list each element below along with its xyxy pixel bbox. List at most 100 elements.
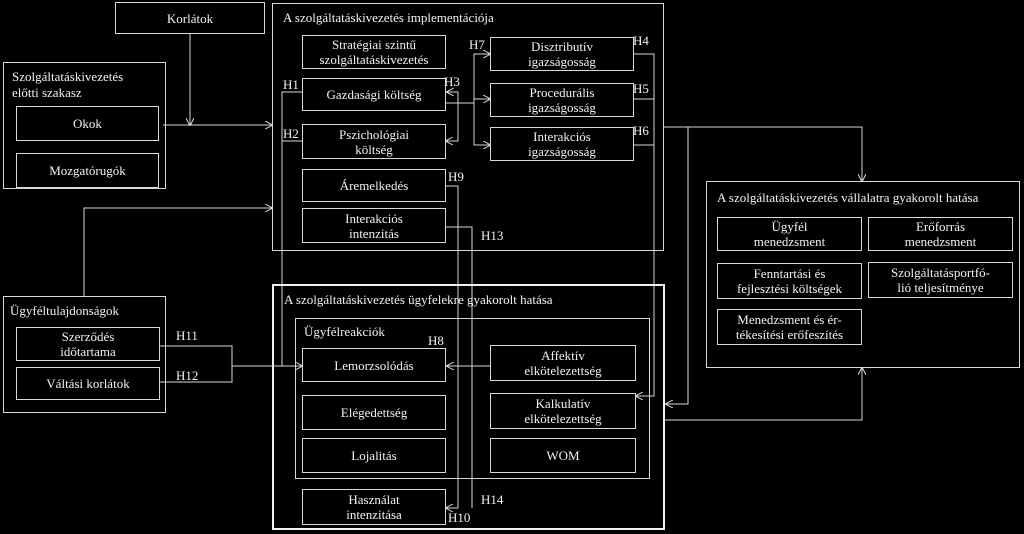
pre-phase-title-1: Szolgáltatáskivezetés — [12, 69, 124, 84]
box-calculative: Kalkulatív elkötelezettség — [490, 393, 636, 429]
label-korlatok: Korlátok — [166, 10, 214, 26]
box-resource-mgmt: Erőforrás menedzsment — [868, 217, 1013, 251]
line-h4-h6 — [634, 53, 655, 396]
label-calculative-1: Kalkulatív — [535, 396, 591, 411]
label-okok: Okok — [73, 116, 102, 131]
label-switching: Váltási korlátok — [46, 376, 130, 391]
company-effect-title: A szolgáltatáskivezetés vállalatra gyako… — [717, 190, 979, 205]
label-usage-2: intenzitása — [346, 507, 402, 522]
line-h13 — [446, 226, 473, 508]
hypothesis-h5: H5 — [633, 81, 649, 96]
label-interactional-2: igazságosság — [528, 144, 596, 159]
box-usage-intensity: Használat intenzitása — [302, 489, 446, 525]
implementation-title: A szolgáltatáskivezetés implementációja — [283, 10, 494, 25]
label-maintenance-2: fejlesztési költségek — [736, 281, 843, 296]
label-strategic-2: szolgáltatáskivezetés — [319, 52, 429, 67]
line-props-to-impl — [83, 208, 272, 296]
box-affective: Affektív elkötelezettség — [490, 345, 636, 381]
label-resource-mgmt-1: Erőforrás — [915, 219, 966, 234]
hypothesis-h2: H2 — [283, 126, 299, 141]
box-customer-effect: A szolgáltatáskivezetés ügyfelekre gyako… — [272, 284, 665, 530]
label-procedural-2: igazságosság — [528, 100, 596, 115]
box-loyalty: Lojalitás — [302, 438, 446, 473]
label-price: Áremelkedés — [339, 178, 409, 193]
box-pre-phase: Szolgáltatáskivezetés előtti szakasz — [3, 62, 166, 189]
box-economic-cost: Gazdasági költség — [302, 78, 446, 111]
hypothesis-h10: H10 — [448, 510, 471, 525]
box-interaction-intensity: Interakciós intenzitás — [302, 208, 446, 243]
box-switching-barriers: Váltási korlátok — [16, 367, 160, 400]
label-resource-mgmt-2: menedzsment — [904, 234, 977, 249]
label-loyalty: Lojalitás — [351, 448, 397, 463]
hypothesis-h8: H8 — [428, 333, 444, 348]
box-procedural: Procedurális igazságosság — [490, 83, 634, 117]
label-procedural-1: Procedurális — [529, 85, 595, 100]
box-customer-reactions: Ügyfélreakciók — [295, 318, 650, 479]
label-portfolio-2: lió teljesítménye — [897, 280, 984, 295]
label-strategic-1: Stratégiai szintű — [331, 37, 417, 52]
box-attrition: Lemorzsolódás — [302, 348, 446, 382]
label-interactional-1: Interakciós — [533, 129, 591, 144]
label-interaction-int-2: intenzitás — [349, 225, 399, 241]
customer-props-title: Ügyféltulajdonságok — [10, 303, 120, 318]
hypothesis-h1: H1 — [283, 77, 299, 92]
label-portfolio-1: Szolgáltatásportfó- — [891, 265, 990, 280]
line-h11 — [160, 345, 302, 366]
hypothesis-h3: H3 — [444, 74, 460, 89]
box-wom: WOM — [490, 438, 636, 473]
hypothesis-h6: H6 — [633, 123, 649, 138]
label-wom: WOM — [546, 448, 580, 463]
label-distributive-1: Disztributív — [530, 39, 594, 54]
box-strategic: Stratégiai szintű szolgáltatáskivezetés — [302, 35, 446, 69]
box-satisfaction: Elégedettség — [302, 395, 446, 430]
label-affective-2: elkötelezettség — [524, 363, 602, 378]
label-mozgatorugok: Mozgatórugók — [49, 163, 126, 178]
label-psych-1: Pszichológiai — [338, 126, 410, 142]
hypothesis-h13: H13 — [481, 228, 504, 243]
label-customer-mgmt-2: menedzsment — [753, 234, 826, 249]
line-h9 — [446, 185, 459, 508]
customer-reactions-title: Ügyfélreakciók — [304, 324, 385, 339]
box-contract-duration: Szerződés időtartama — [16, 327, 160, 361]
label-usage-1: Használat — [348, 492, 400, 507]
label-calculative-2: elkötelezettség — [524, 411, 602, 426]
customer-effect-title: A szolgáltatáskivezetés ügyfelekre gyako… — [284, 292, 553, 307]
line-h7 — [446, 54, 490, 104]
label-contract-2: időtartama — [60, 344, 116, 359]
label-mgmt-sales-2: tékesítési erőfeszítés — [735, 327, 844, 342]
label-mgmt-sales-1: Menedzsment és ér- — [737, 312, 842, 327]
box-portfolio: Szolgáltatásportfó- lió teljesítménye — [868, 262, 1013, 298]
box-okok: Okok — [16, 106, 159, 141]
box-distributive: Disztributív igazságosság — [490, 37, 634, 71]
label-distributive-2: igazságosság — [528, 54, 596, 69]
pre-phase-title-2: előtti szakasz — [12, 85, 82, 100]
box-mgmt-sales: Menedzsment és ér- tékesítési erőfeszíté… — [717, 309, 862, 345]
box-mozgatorugok: Mozgatórugók — [16, 153, 159, 188]
line-h12 — [160, 366, 233, 383]
label-satisfaction: Elégedettség — [340, 405, 408, 420]
hypothesis-h12: H12 — [176, 368, 199, 383]
label-psych-2: költség — [355, 141, 393, 157]
label-interaction-int-1: Interakciós — [345, 210, 403, 226]
box-customer-props: Ügyféltulajdonságok — [3, 296, 166, 413]
hypothesis-h11: H11 — [176, 328, 198, 343]
label-customer-mgmt-1: Ügyfél — [771, 219, 808, 234]
hypothesis-h4: H4 — [633, 33, 649, 48]
label-maintenance-1: Fenntartási és — [753, 266, 826, 281]
box-customer-mgmt: Ügyfél menedzsment — [717, 217, 862, 251]
line-impl-to-company — [664, 126, 862, 181]
hypothesis-h9: H9 — [448, 169, 464, 184]
label-contract-1: Szerződés — [61, 329, 115, 344]
box-company-effect: A szolgáltatáskivezetés vállalatra gyako… — [706, 181, 1020, 368]
label-economic: Gazdasági költség — [326, 87, 422, 102]
box-implementation: A szolgáltatáskivezetés implementációja — [272, 3, 664, 251]
hypothesis-h14: H14 — [481, 492, 504, 507]
box-korlatok: Korlátok — [115, 2, 265, 34]
box-maintenance: Fenntartási és fejlesztési költségek — [717, 263, 862, 299]
hypothesis-h7: H7 — [469, 37, 485, 52]
box-psych-cost: Pszichológiai költség — [302, 124, 446, 159]
box-price-increase: Áremelkedés — [302, 169, 446, 202]
label-attrition: Lemorzsolódás — [334, 357, 414, 373]
